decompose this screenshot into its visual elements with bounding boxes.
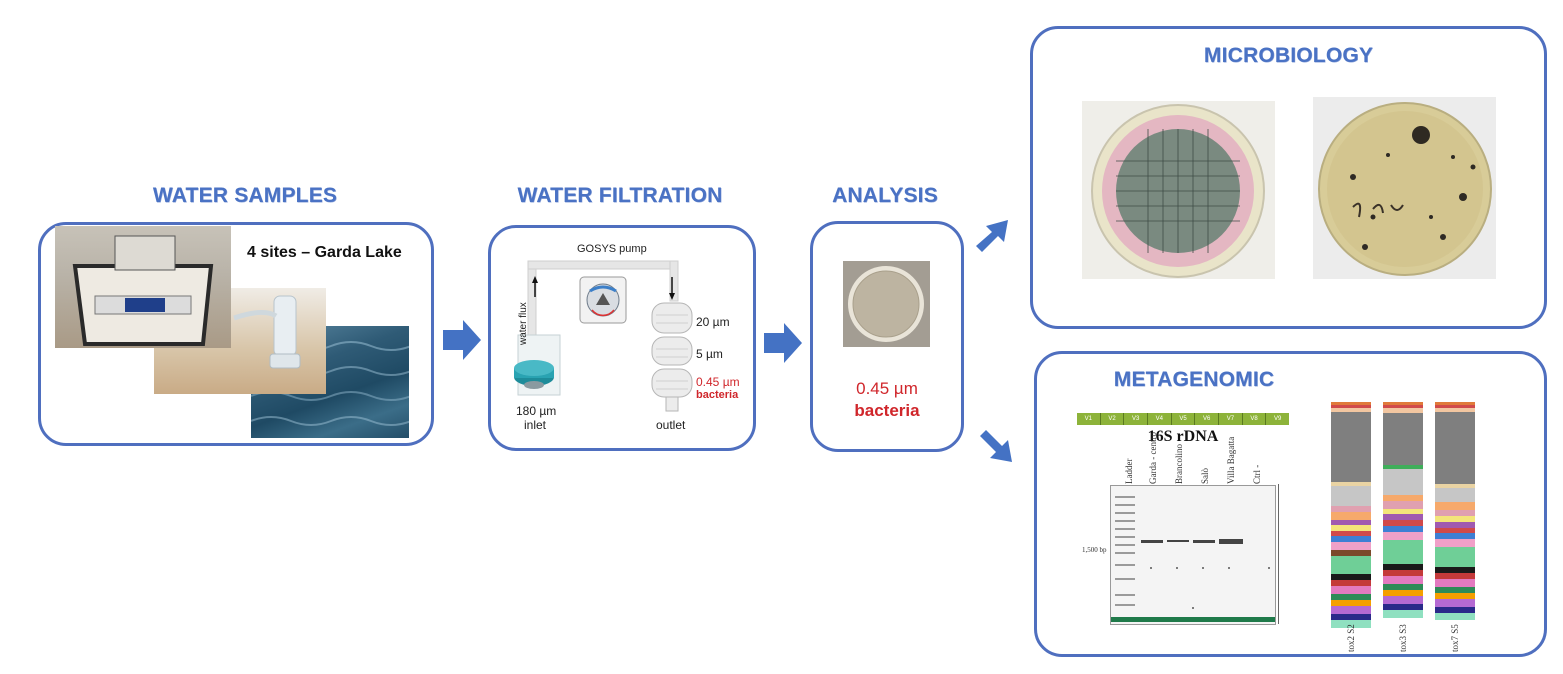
gene-title: 16S rDNA <box>1147 428 1219 445</box>
gel-lane-brancolino: Brancolino <box>1174 444 1184 484</box>
sites-caption: 4 sites – Garda Lake <box>247 244 402 261</box>
region-v9: V9 <box>1274 416 1282 422</box>
stack-label-1: tox2 S2 <box>1346 624 1356 652</box>
microbiology-title: MICROBIOLOGY <box>1203 44 1374 67</box>
water-filtration-title: WATER FILTRATION <box>517 184 723 207</box>
flow-arrow-down <box>980 430 1012 462</box>
stack-label-2: tox3 S3 <box>1398 624 1408 652</box>
region-v7: V7 <box>1219 413 1243 425</box>
sampler-machine-icon <box>72 235 214 346</box>
stack-label-3: tox7 S5 <box>1450 624 1460 652</box>
sampling-device-photo <box>55 226 231 348</box>
analysis-box <box>810 221 964 452</box>
filter-size-045: 0.45 µm <box>696 375 740 389</box>
filtration-diagram <box>514 260 693 412</box>
analysis-bacteria-label: bacteria <box>854 401 920 420</box>
region-v6: V6 <box>1195 413 1220 425</box>
stack-bar-2 <box>1383 402 1423 624</box>
inlet-size: 180 µm <box>516 404 557 418</box>
region-v8: V8 <box>1243 413 1267 425</box>
petri-dish-grid-photo <box>1082 101 1275 279</box>
filter-size-5: 5 µm <box>696 347 723 361</box>
flow-arrow-1 <box>443 320 481 360</box>
petri-dish-colonies-icon <box>1318 102 1492 276</box>
gel-lane-garda: Garda - centro <box>1148 432 1158 484</box>
gel-marker-label: 1,500 bp <box>1082 546 1107 554</box>
gel-lane-salo: Salò <box>1200 467 1210 484</box>
gel-divider <box>1278 484 1279 624</box>
filtration-bacteria-label: bacteria <box>696 389 739 401</box>
membrane-filter-photo <box>843 261 930 347</box>
analysis-filter-size: 0.45 µm <box>856 379 918 398</box>
membrane-disc-icon <box>848 266 924 342</box>
flux-label: water flux <box>518 302 529 345</box>
gel-lane-ctrl: Ctrl - <box>1252 464 1262 484</box>
filter-size-20: 20 µm <box>696 315 730 329</box>
petri-dish-colonies-photo <box>1313 97 1496 279</box>
analysis-title: ANALYSIS <box>832 184 938 207</box>
gel-image <box>1110 485 1276 625</box>
petri-dish-grid-icon <box>1091 104 1265 278</box>
flow-arrow-up <box>976 220 1008 252</box>
outlet-label: outlet <box>656 418 686 432</box>
gel-bands-icon <box>1111 496 1275 622</box>
stack-bar-3 <box>1435 402 1475 624</box>
region-v3: V3 <box>1124 413 1149 425</box>
gel-lane-villa: Villa Bagatta <box>1226 436 1236 484</box>
region-v1: V1 <box>1077 413 1101 425</box>
gel-lane-ladder: Ladder <box>1124 458 1134 484</box>
stack-bar-1 <box>1331 402 1371 628</box>
water-samples-title: WATER SAMPLES <box>152 184 338 207</box>
pump-label: GOSYS pump <box>577 243 647 255</box>
inlet-label: inlet <box>524 418 547 432</box>
flow-arrow-2 <box>764 323 802 363</box>
region-bar: V1 V2 V3 V4 V5 V6 V7 V8 V9 <box>1077 413 1289 425</box>
region-v4: V4 <box>1148 413 1172 425</box>
region-v2: V2 <box>1101 413 1125 425</box>
metagenomic-title: METAGENOMIC <box>1113 368 1275 391</box>
filter-cartridge-icon <box>233 295 301 369</box>
region-v5: V5 <box>1172 413 1196 425</box>
